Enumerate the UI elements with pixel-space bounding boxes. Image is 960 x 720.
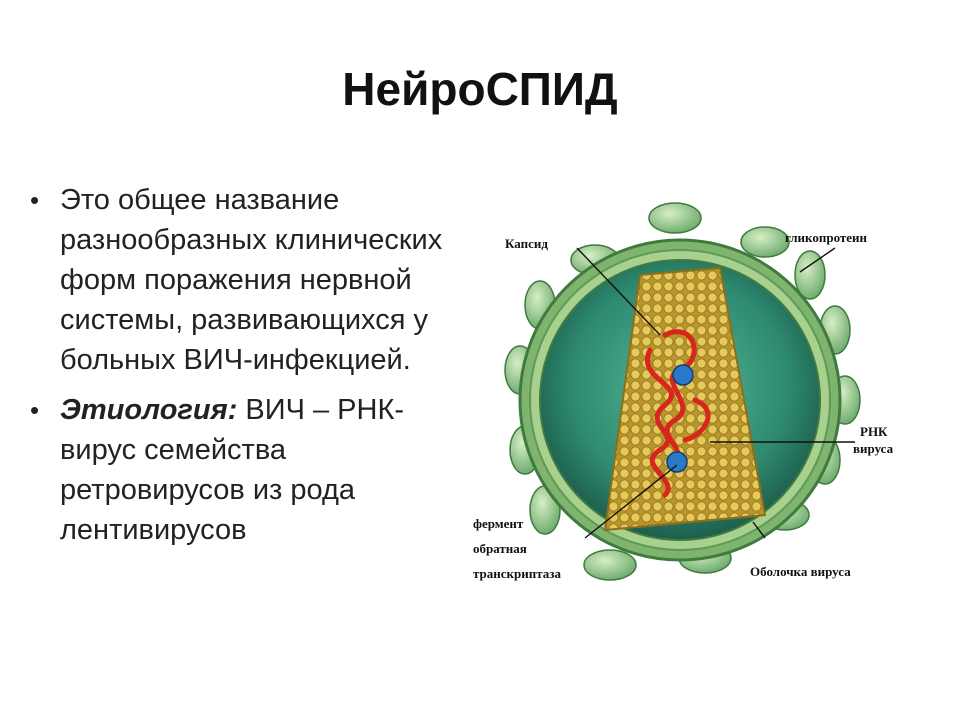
- virion-illustration: Капсид гликопротеин РНК вируса фермент о…: [473, 202, 894, 581]
- page-title: НейроСПИД: [342, 63, 618, 115]
- label-glycoproteins: гликопротеин: [785, 230, 868, 245]
- label-envelope: Оболочка вируса: [750, 564, 851, 579]
- label-capsid: Капсид: [505, 236, 548, 251]
- label-rna-line2: вируса: [853, 441, 894, 456]
- label-enzyme-line3: транскриптаза: [473, 566, 562, 581]
- etiology-term: Этиология:: [60, 394, 238, 426]
- bullet-list: • Это общее название разнообразных клини…: [30, 180, 470, 560]
- capsid-cone: [603, 266, 767, 532]
- bullet-text: Это общее название разнообразных клиниче…: [60, 184, 443, 376]
- capsid-leader: [576, 247, 661, 336]
- hiv-virion-diagram: Капсид гликопротеин РНК вируса фермент о…: [465, 160, 925, 600]
- bullet-item-definition: • Это общее название разнообразных клини…: [30, 180, 470, 380]
- bullet-item-etiology: • Этиология: ВИЧ – РНК-вирус семейства р…: [30, 390, 470, 550]
- envelope-leader: [752, 521, 766, 539]
- bullet-icon: •: [30, 395, 40, 425]
- bullet-icon: •: [30, 185, 40, 215]
- reverse-transcriptase-enzyme: [666, 451, 688, 473]
- enzyme-leader: [584, 464, 678, 539]
- reverse-transcriptase-enzyme: [672, 364, 694, 386]
- label-enzyme-line1: фермент: [473, 516, 524, 531]
- glycoprotein-leader: [799, 247, 836, 273]
- label-rna-line1: РНК: [860, 424, 888, 439]
- viral-rna: [645, 329, 711, 498]
- bullet-text: ВИЧ – РНК-вирус семейства ретровирусов и…: [60, 394, 405, 546]
- label-enzyme-line2: обратная: [473, 541, 527, 556]
